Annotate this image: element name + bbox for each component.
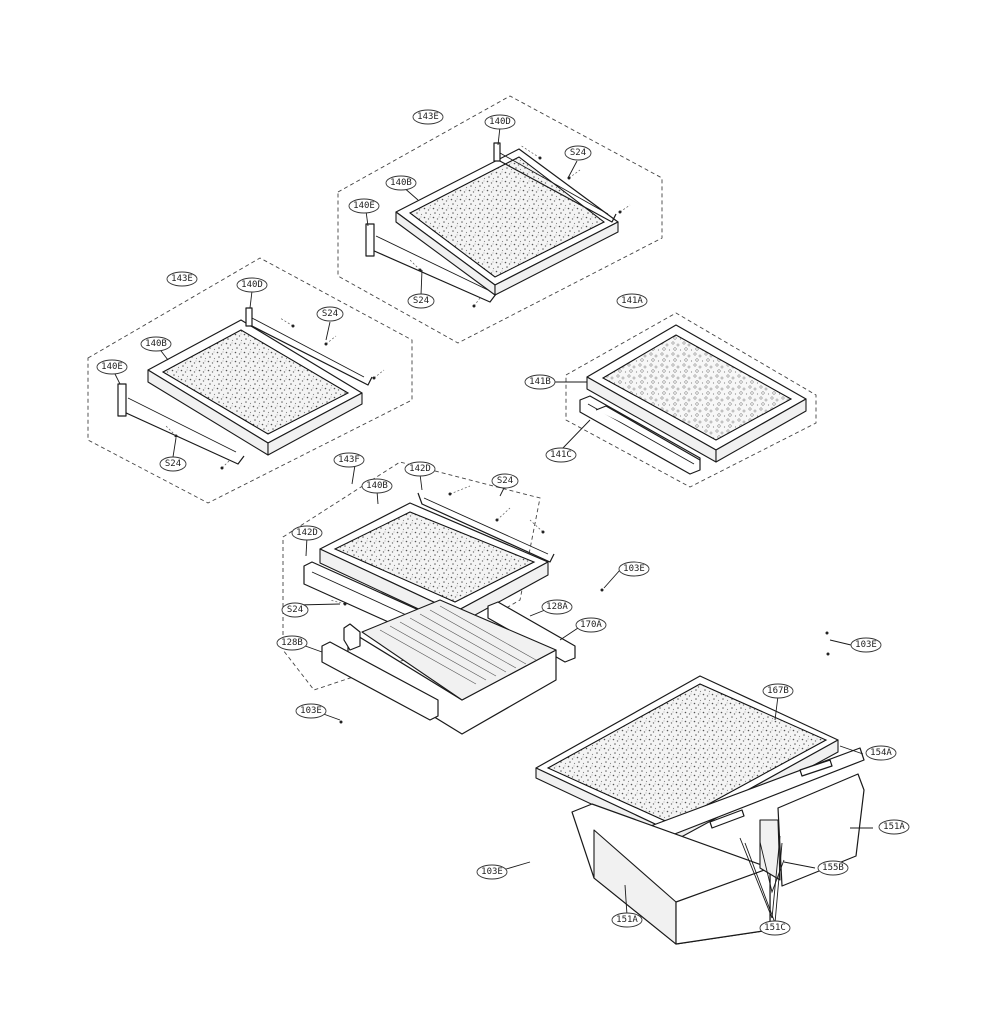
callout-label: 103E <box>855 640 877 650</box>
callout-label: 140E <box>353 201 375 211</box>
callout-label: 143F <box>338 455 360 465</box>
callout-167B: 167B <box>762 683 794 699</box>
callout-label: 141C <box>550 450 572 460</box>
callout-label: 151A <box>616 915 638 925</box>
callout-label: 142D <box>296 528 318 538</box>
callout-label: 141A <box>621 296 643 306</box>
callout-label: 140B <box>390 178 412 188</box>
callout-label: 128B <box>281 638 303 648</box>
callout-103E-a: 103E <box>618 561 650 577</box>
callout-170A: 170A <box>575 617 607 633</box>
callout-label: S24 <box>570 148 586 158</box>
callout-141C: 141C <box>545 447 577 463</box>
callout-label: 141B <box>529 377 551 387</box>
callout-S24-top-b: S24 <box>407 293 435 309</box>
callout-label: 103E <box>300 706 322 716</box>
callout-143E-top: 143E <box>412 109 444 125</box>
callout-label: S24 <box>287 605 303 615</box>
callout-label: 140D <box>241 280 263 290</box>
callout-128B: 128B <box>276 635 308 651</box>
callout-label: S24 <box>322 309 338 319</box>
callout-label: S24 <box>165 459 181 469</box>
callout-label: 140B <box>366 481 388 491</box>
middle-shelf-and-drawer <box>282 461 604 735</box>
callout-154A: 154A <box>865 745 897 761</box>
callout-128A: 128A <box>541 599 573 615</box>
callout-label: S24 <box>413 296 429 306</box>
callout-label: 170A <box>580 620 602 630</box>
callout-label: 167B <box>767 686 789 696</box>
callout-142D-a: 142D <box>404 461 436 477</box>
callout-151C: 151C <box>759 920 791 936</box>
callout-143F: 143F <box>333 452 365 468</box>
callout-140D-top: 140D <box>484 114 516 130</box>
callout-label: 140B <box>145 339 167 349</box>
callout-label: 103E <box>481 867 503 877</box>
callout-S24-mid-a: S24 <box>491 473 519 489</box>
bottom-pantry-assembly <box>535 631 865 945</box>
top-shelf-assembly <box>337 95 663 344</box>
callout-143E-left: 143E <box>166 271 198 287</box>
callout-label: 143E <box>171 274 193 284</box>
callout-103E-c: 103E <box>850 637 882 653</box>
callout-S24-left-b: S24 <box>159 456 187 472</box>
callout-151A-bottom: 151A <box>611 912 643 928</box>
callout-103E-d: 103E <box>476 864 508 880</box>
callout-label: 154A <box>870 748 892 758</box>
callout-142D-b: 142D <box>291 525 323 541</box>
callout-label: 128A <box>546 602 568 612</box>
callout-label: S24 <box>497 476 513 486</box>
callout-label: 140E <box>101 362 123 372</box>
callout-140E-top: 140E <box>348 198 380 214</box>
callout-140B-mid: 140B <box>361 478 393 494</box>
callout-151A-right: 151A <box>878 819 910 835</box>
callout-140B-top: 140B <box>385 175 417 191</box>
callout-label: 140D <box>489 117 511 127</box>
left-shelf-assembly <box>87 257 413 504</box>
callout-label: 142D <box>409 464 431 474</box>
right-shelf-assembly <box>565 312 817 488</box>
callout-S24-top-a: S24 <box>564 145 592 161</box>
callout-140D-left: 140D <box>236 277 268 293</box>
callout-103E-b: 103E <box>295 703 327 719</box>
callout-label: 151C <box>764 923 786 933</box>
callout-label: 151A <box>883 822 905 832</box>
callout-141B: 141B <box>524 374 556 390</box>
callout-S24-left-a: S24 <box>316 306 344 322</box>
callout-label: 143E <box>417 112 439 122</box>
callout-140B-left: 140B <box>140 336 172 352</box>
callout-155B: 155B <box>817 860 849 876</box>
callout-label: 155B <box>822 863 844 873</box>
callout-label: 103E <box>623 564 645 574</box>
callout-S24-mid-b: S24 <box>281 602 309 618</box>
callout-141A: 141A <box>616 293 648 309</box>
callout-140E-left: 140E <box>96 359 128 375</box>
